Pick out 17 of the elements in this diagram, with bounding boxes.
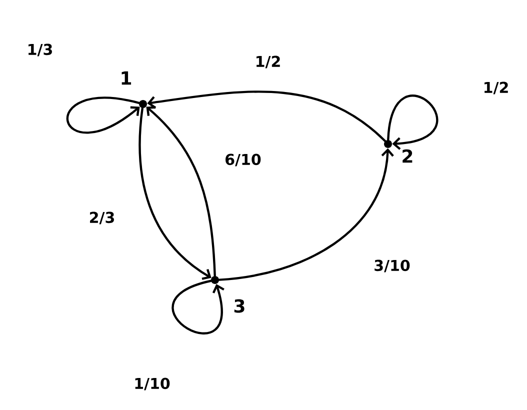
arrow (218, 148, 394, 281)
arrow (146, 106, 216, 277)
edge-label: 1/2 (482, 80, 510, 96)
edge-label: 1/2 (254, 54, 282, 70)
edge-label: 6/10 (224, 152, 262, 168)
arrow (138, 107, 212, 280)
state-label: 3 (234, 299, 244, 313)
arrow (147, 90, 386, 142)
edge-label: 1/10 (132, 376, 172, 392)
arrow (172, 280, 224, 334)
state-label: 1 (122, 71, 132, 85)
edge-label: 1/3 (26, 42, 54, 58)
edge-label: 2/3 (88, 210, 116, 226)
edge-label: 3/10 (372, 258, 412, 274)
arrow (387, 94, 438, 150)
state-label: 2 (402, 149, 412, 163)
arrow (66, 97, 140, 134)
